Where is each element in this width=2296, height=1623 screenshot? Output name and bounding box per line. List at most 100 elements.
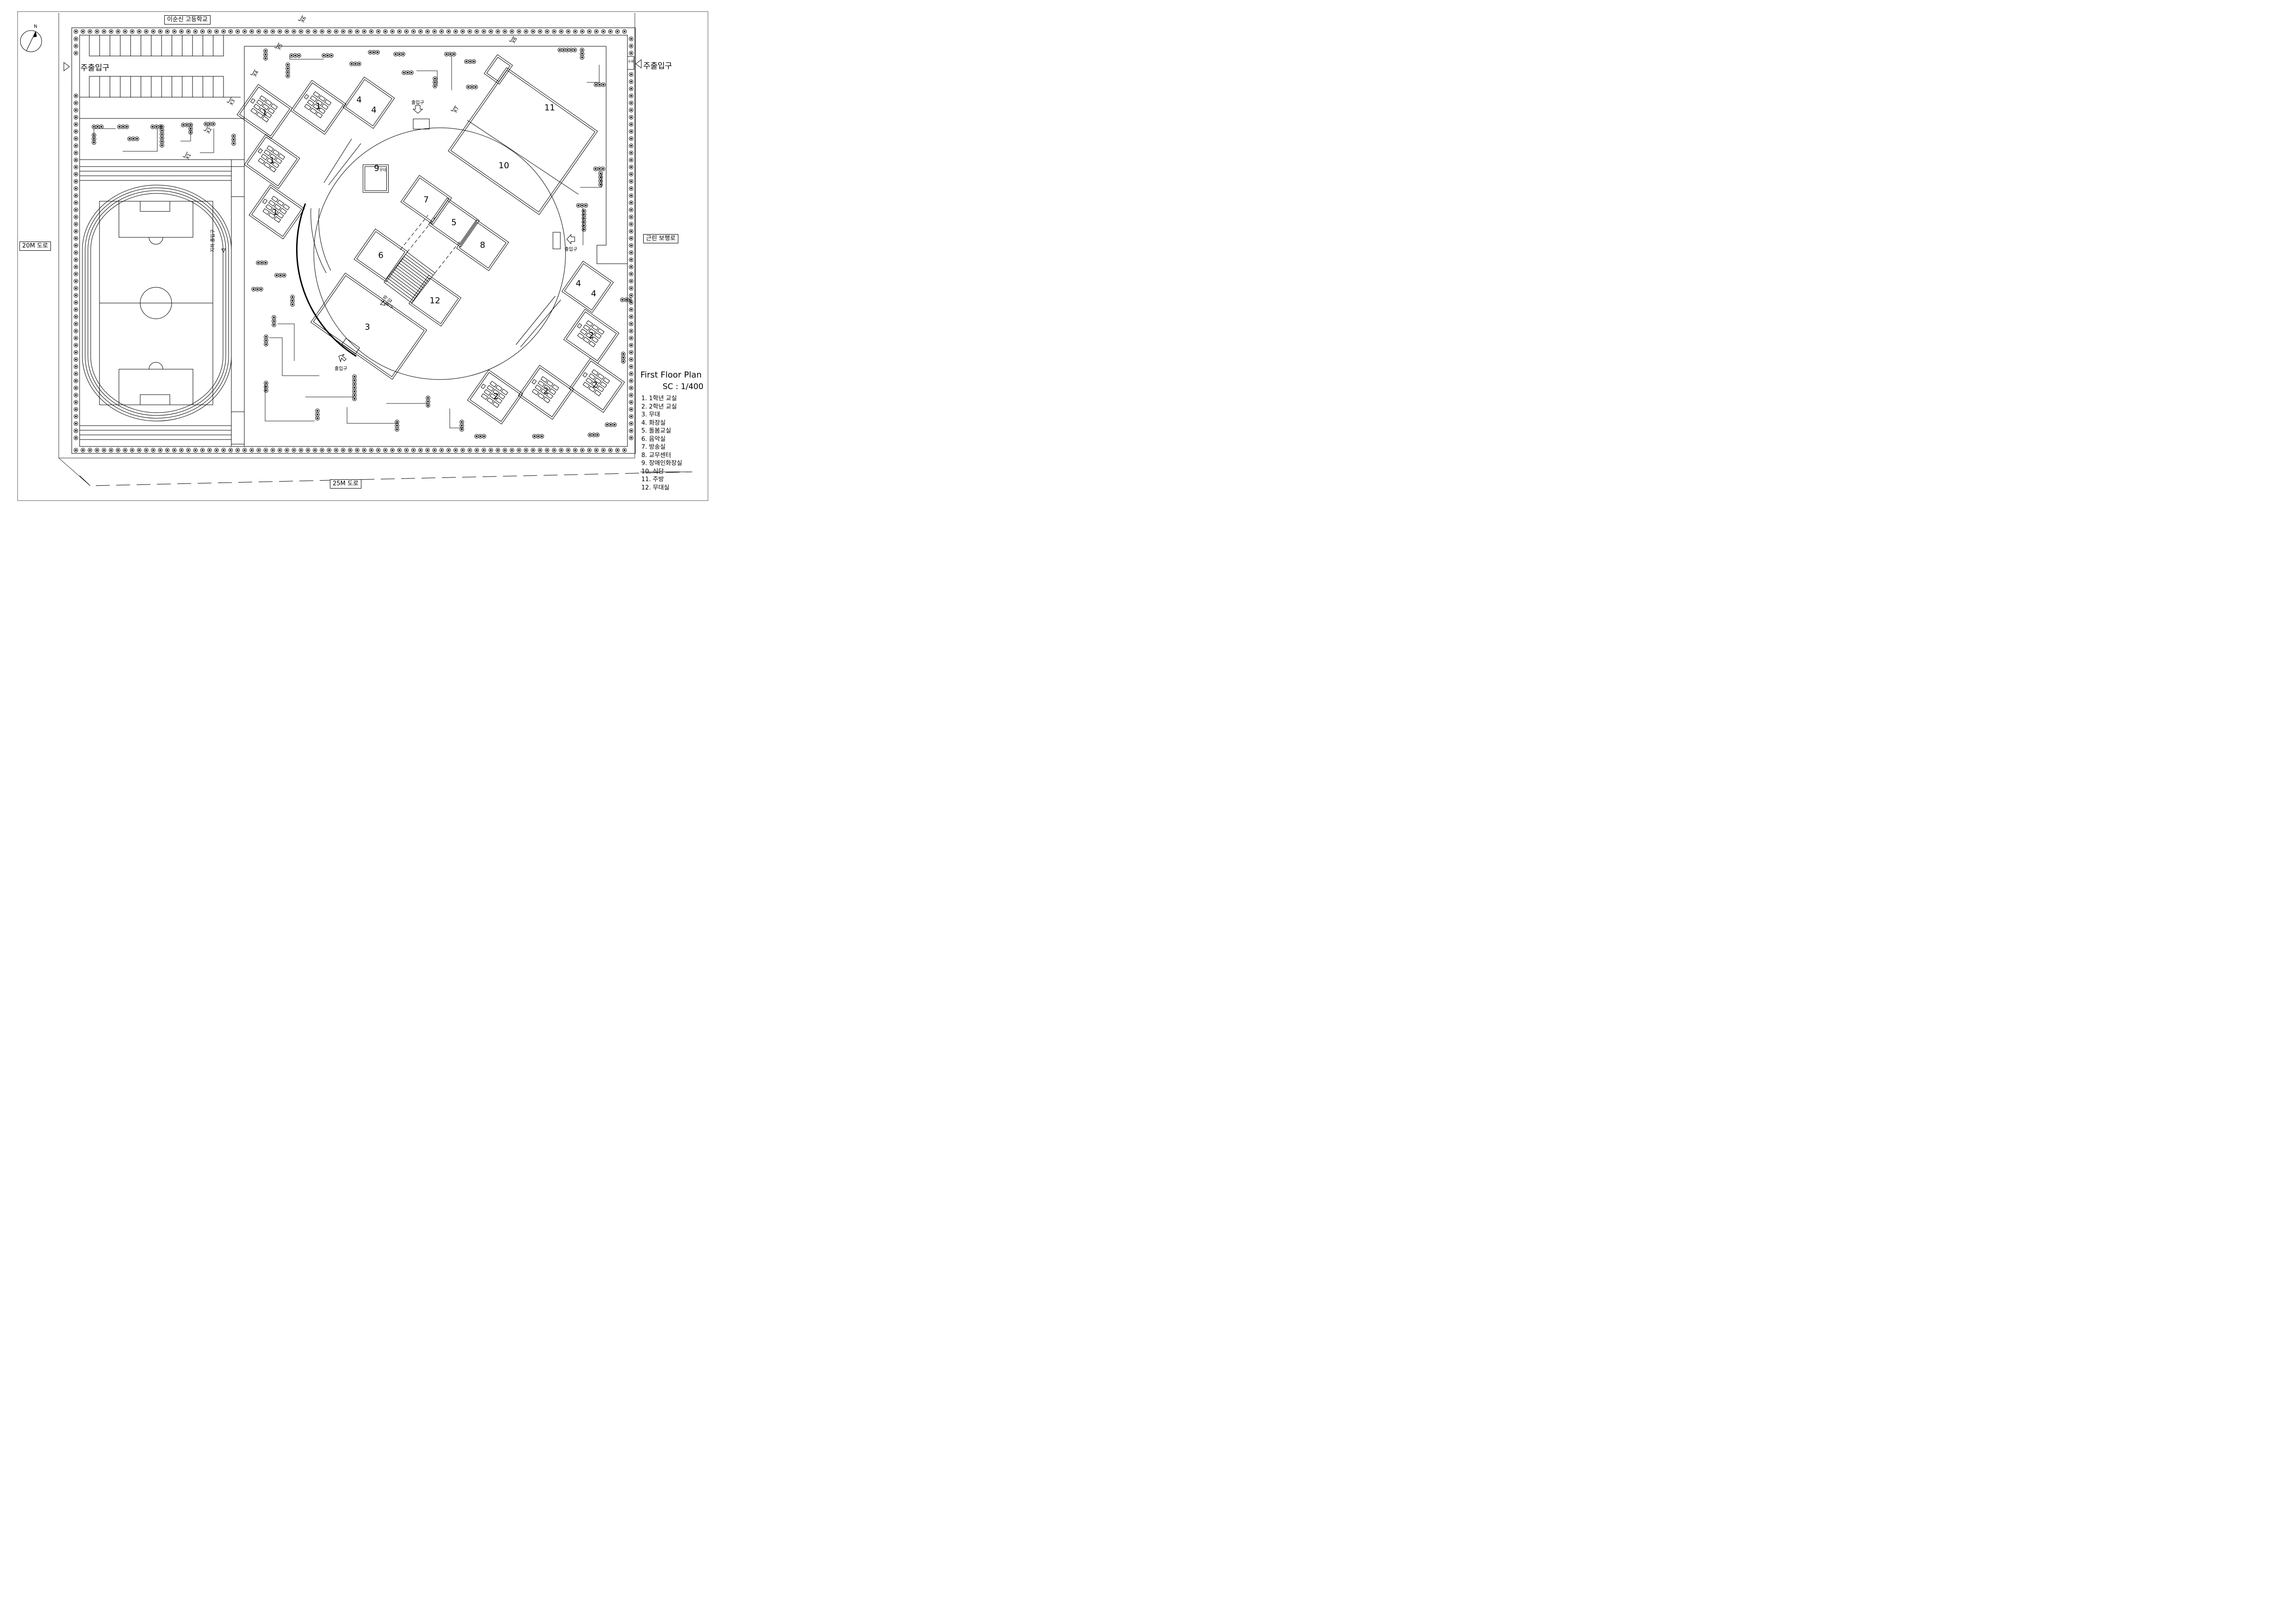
tree-symbol xyxy=(74,43,78,49)
desk xyxy=(274,216,281,223)
tree-symbol xyxy=(74,293,78,298)
tree-center xyxy=(124,31,126,32)
classroom-1b-inner-wall xyxy=(293,82,344,132)
room-num-4c: 4 xyxy=(576,279,581,289)
tree-symbol xyxy=(74,421,78,426)
desk xyxy=(597,328,605,335)
tree-center xyxy=(342,31,344,32)
tree-center xyxy=(161,133,163,135)
stair-tread xyxy=(403,256,432,278)
tree-symbol xyxy=(74,279,78,284)
tree-center xyxy=(75,137,77,140)
cafeteria-kitchen xyxy=(447,67,598,215)
desk xyxy=(543,384,551,391)
tree-center xyxy=(630,202,632,204)
tree-center xyxy=(212,123,214,125)
tree-center xyxy=(161,137,163,139)
restroom-4b xyxy=(561,260,614,313)
tree-symbol xyxy=(452,52,456,56)
tree-center xyxy=(622,360,624,362)
tree-center xyxy=(75,166,77,168)
north-label: N xyxy=(34,24,37,29)
desk xyxy=(594,332,602,339)
tree-center xyxy=(75,252,77,254)
tree-symbol xyxy=(256,448,261,452)
entrance-label-bottom: 출입구 xyxy=(335,366,348,372)
tree-center xyxy=(602,31,604,32)
classroom-1b xyxy=(290,80,347,135)
tree-center xyxy=(265,336,267,338)
tree-center xyxy=(75,449,77,451)
tree-symbol xyxy=(439,29,444,34)
tree-center xyxy=(504,31,506,32)
tree-center xyxy=(453,53,455,55)
tree-symbol xyxy=(74,314,78,319)
tree-center xyxy=(398,31,401,32)
classroom-2b-wall xyxy=(569,358,625,413)
tree-symbol xyxy=(94,29,99,34)
tree-center xyxy=(273,324,275,326)
tree-symbol xyxy=(629,421,633,426)
tree-symbol xyxy=(102,29,106,34)
desk xyxy=(492,401,500,408)
tree-symbol xyxy=(629,250,633,255)
desk xyxy=(270,103,278,110)
classroom-1c xyxy=(244,134,300,189)
tree-symbol xyxy=(425,448,430,452)
desk xyxy=(279,208,287,215)
tree-symbol xyxy=(94,448,99,452)
tree-center xyxy=(316,417,318,419)
stage-room-12 xyxy=(408,275,462,327)
tree-center xyxy=(75,330,77,332)
tree-center xyxy=(630,180,632,182)
section-marks xyxy=(182,15,514,158)
tree-symbol xyxy=(74,236,78,241)
tree-symbol xyxy=(193,29,198,34)
desk xyxy=(313,103,320,110)
room-num-2b: 2 xyxy=(592,380,598,390)
tree-symbol xyxy=(601,167,605,171)
desk xyxy=(546,392,553,399)
tree-symbol xyxy=(594,29,599,34)
tree-center xyxy=(534,435,535,437)
guard-box xyxy=(627,56,634,70)
courtyard xyxy=(296,118,566,380)
tree-center xyxy=(253,288,254,290)
tree-symbol xyxy=(362,448,366,452)
tree-center xyxy=(75,337,77,339)
tree-center xyxy=(419,31,422,32)
tree-center xyxy=(610,424,612,426)
tree-center xyxy=(583,210,585,212)
tree-symbol xyxy=(87,29,93,34)
tree-center xyxy=(327,55,329,56)
tree-symbol xyxy=(453,29,458,34)
desk xyxy=(589,373,596,380)
tree-symbol xyxy=(313,29,317,34)
tree-symbol xyxy=(74,186,78,191)
tree-center xyxy=(323,55,325,56)
tree-center xyxy=(75,202,77,204)
tree-symbol xyxy=(74,272,78,276)
tree-center xyxy=(369,51,371,53)
tree-center xyxy=(483,31,485,32)
tree-center xyxy=(265,54,267,56)
tree-symbol xyxy=(305,448,310,452)
tree-center xyxy=(75,216,77,218)
tree-center xyxy=(97,126,99,128)
tree-center xyxy=(166,31,168,32)
tree-center xyxy=(434,78,436,80)
tree-center xyxy=(497,31,499,32)
tree-symbol xyxy=(615,448,620,452)
tree-center xyxy=(201,449,204,451)
tree-center xyxy=(145,31,147,32)
tree-center xyxy=(75,102,77,104)
tree-symbol xyxy=(123,29,128,34)
section-mark-line xyxy=(510,36,514,42)
tree-center xyxy=(427,31,428,32)
tree-center xyxy=(216,31,217,32)
tree-center xyxy=(75,109,77,111)
tree-symbol xyxy=(87,448,93,452)
tree-symbol xyxy=(629,336,633,341)
tree-symbol xyxy=(270,29,275,34)
tree-symbol xyxy=(559,448,564,452)
